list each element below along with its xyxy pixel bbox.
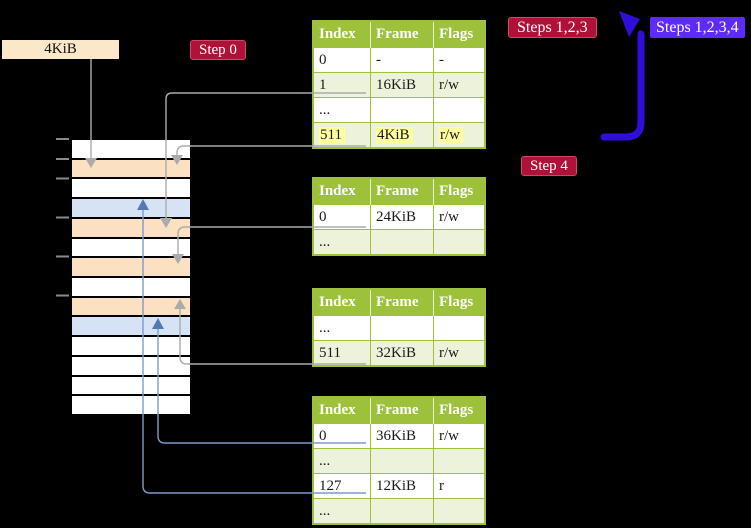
cell-index: ... (312, 229, 371, 256)
memory-address-ticks (56, 138, 69, 297)
cell-flags (433, 448, 486, 474)
table-header-row: Index Frame Flags (313, 21, 485, 48)
cell-flags (433, 315, 486, 341)
header-frame: Frame (370, 21, 434, 48)
memory-row-3 (72, 177, 190, 198)
memory-row-13 (72, 374, 190, 395)
cell-frame: 4KiB (370, 122, 434, 149)
frame-size-label: 4KiB (2, 40, 119, 59)
page-table-4: Index Frame Flags 0 36KiB r/w ... 127 12… (312, 396, 486, 525)
header-frame: Frame (370, 289, 434, 316)
memory-row-7 (72, 256, 190, 277)
highlight-text: 511 (319, 126, 345, 143)
cell-index: ... (312, 498, 371, 525)
table-row: ... (312, 97, 486, 123)
cell-frame: - (370, 47, 434, 73)
cell-flags: r/w (433, 122, 486, 149)
memory-row-6 (72, 236, 190, 257)
cell-frame: 24KiB (370, 204, 434, 230)
memory-row-8 (72, 276, 190, 296)
cell-index: ... (312, 97, 371, 123)
memory-row-4 (72, 197, 190, 217)
loop-arrow-shaft (600, 30, 645, 141)
table-row: ... (312, 229, 486, 256)
header-index: Index (313, 178, 371, 205)
header-index: Index (313, 21, 371, 48)
table-header-row: Index Frame Flags (313, 397, 485, 424)
cell-index: 1 (312, 72, 371, 98)
memory-row-11 (72, 335, 190, 355)
table-row: ... (312, 498, 486, 525)
table-row: 0 36KiB r/w (312, 423, 486, 449)
table-header-row: Index Frame Flags (313, 178, 485, 205)
cell-frame: 12KiB (370, 473, 434, 499)
cell-index: 0 (312, 47, 371, 73)
cell-frame: 32KiB (370, 340, 434, 367)
cell-index: ... (312, 315, 371, 341)
table-row: ... (312, 315, 486, 341)
table-row: 0 24KiB r/w (312, 204, 486, 230)
cell-flags: r/w (433, 340, 486, 367)
page-table-3: Index Frame Flags ... 511 32KiB r/w (312, 288, 486, 367)
step4-badge: Step 4 (521, 156, 577, 176)
page-table-2: Index Frame Flags 0 24KiB r/w ... (312, 177, 486, 256)
highlight-text: r/w (439, 126, 463, 143)
cell-index: ... (312, 448, 371, 474)
cell-flags (433, 498, 486, 525)
cell-frame (370, 448, 434, 474)
memory-row-1 (72, 140, 190, 158)
step0-badge: Step 0 (190, 40, 246, 60)
table-row-highlighted: 511 4KiB r/w (312, 122, 486, 149)
cell-flags: - (433, 47, 486, 73)
cell-index: 511 (312, 122, 371, 149)
memory-row-2 (72, 157, 190, 178)
cell-flags: r/w (433, 72, 486, 98)
recursive-loop-arrow (600, 11, 645, 141)
cell-flags: r (433, 473, 486, 499)
header-flags: Flags (433, 397, 485, 424)
memory-row-12 (72, 354, 190, 375)
cell-frame (370, 498, 434, 525)
arrowhead-upleft-icon (619, 11, 640, 37)
cell-frame (370, 229, 434, 256)
table-row: 1 16KiB r/w (312, 72, 486, 98)
table-row: 0 - - (312, 47, 486, 73)
cell-flags: r/w (433, 204, 486, 230)
cell-flags (433, 97, 486, 123)
header-flags: Flags (433, 21, 485, 48)
memory-row-9 (72, 295, 190, 316)
highlight-text: 4KiB (376, 126, 413, 143)
cell-flags: r/w (433, 423, 486, 449)
cell-index: 511 (312, 340, 371, 367)
header-frame: Frame (370, 397, 434, 424)
steps123-badge: Steps 1,2,3 (508, 17, 597, 38)
table-row: ... (312, 448, 486, 474)
cell-frame (370, 97, 434, 123)
cell-index: 127 (312, 473, 371, 499)
page-table-level-top: Index Frame Flags 0 - - 1 16KiB r/w ... … (312, 20, 486, 149)
table-row: 127 12KiB r (312, 473, 486, 499)
header-flags: Flags (433, 178, 485, 205)
header-flags: Flags (433, 289, 485, 316)
memory-row-10 (72, 315, 190, 336)
cell-index: 0 (312, 423, 371, 449)
table-row: 511 32KiB r/w (312, 340, 486, 367)
physical-memory-column (70, 138, 192, 416)
table-header-row: Index Frame Flags (313, 289, 485, 316)
cell-index: 0 (312, 204, 371, 230)
header-index: Index (313, 397, 371, 424)
cell-frame: 16KiB (370, 72, 434, 98)
memory-row-5 (72, 216, 190, 237)
cell-flags (433, 229, 486, 256)
cell-frame: 36KiB (370, 423, 434, 449)
steps1234-badge: Steps 1,2,3,4 (650, 17, 745, 38)
header-frame: Frame (370, 178, 434, 205)
header-index: Index (313, 289, 371, 316)
cell-frame (370, 315, 434, 341)
memory-row-14 (72, 394, 190, 415)
